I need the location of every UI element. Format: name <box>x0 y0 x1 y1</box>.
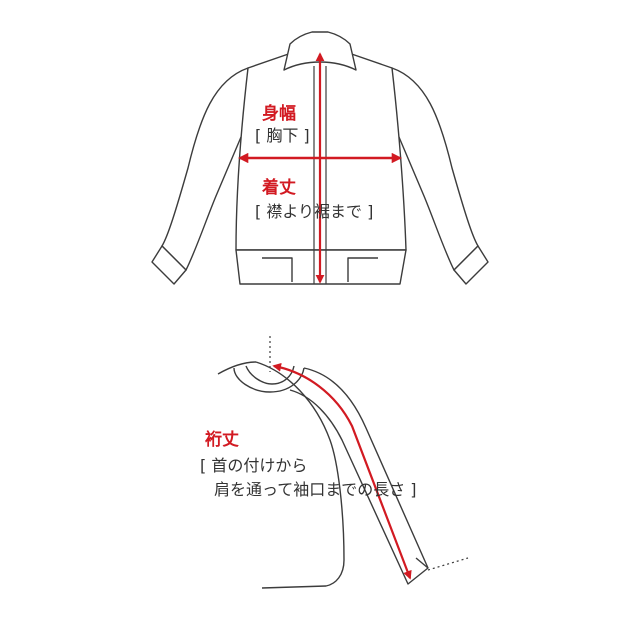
right-cuff <box>453 245 489 285</box>
right-pocket <box>347 257 378 282</box>
chest-width-note: [ 胸下 ] <box>255 126 310 145</box>
right-sleeve <box>391 67 479 271</box>
sleeve-cuff <box>415 557 429 569</box>
body-length-title: 着丈 <box>262 178 296 198</box>
collar <box>283 31 357 71</box>
sleeve-length-arrow <box>272 362 412 580</box>
chest-width-title: 身幅 <box>262 104 296 124</box>
sleeve-length-title: 裄丈 <box>205 430 239 450</box>
sleeve-side-illustration <box>217 361 429 589</box>
garment-back-outline <box>217 361 345 589</box>
left-pocket <box>262 257 293 282</box>
sleeve-length-note-line2: 肩を通って袖口までの長さ ] <box>214 480 417 499</box>
sleeve-outer <box>289 367 429 585</box>
cuff-reference-line <box>427 557 469 571</box>
left-cuff <box>151 245 187 285</box>
jacket-front-illustration <box>151 31 489 285</box>
left-sleeve <box>161 67 249 271</box>
body-length-note: [ 襟より裾まで ] <box>255 202 374 221</box>
sleeve-length-note-line1: [ 首の付けから <box>200 456 308 475</box>
